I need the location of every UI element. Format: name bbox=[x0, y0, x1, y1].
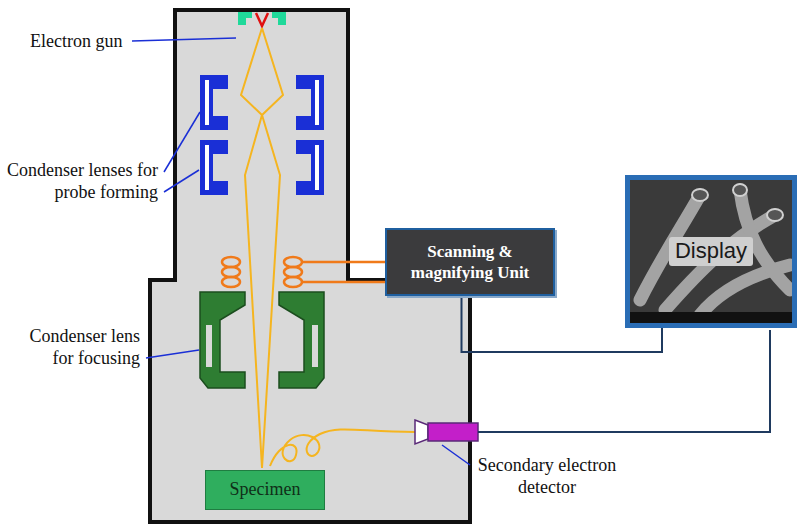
lens-gap bbox=[206, 325, 318, 367]
secondary-electron-path bbox=[270, 429, 415, 466]
control-unit-box: Scanning & magnifying Unit bbox=[385, 228, 555, 296]
sem-micrograph bbox=[630, 180, 797, 323]
part-label: Electron gun bbox=[30, 31, 122, 53]
specimen-block: Specimen bbox=[205, 470, 325, 510]
part-label: Condenser lens for focusing bbox=[20, 326, 140, 369]
detector-symbol bbox=[415, 420, 478, 444]
display-monitor: Display bbox=[625, 175, 797, 328]
lens-gap bbox=[205, 80, 319, 190]
focusing-lens bbox=[200, 292, 324, 388]
electron-gun bbox=[238, 12, 286, 26]
part-label: Condenser lenses for probe forming bbox=[0, 160, 158, 203]
part-label: Secondary electron detector bbox=[462, 455, 632, 498]
node-text: Specimen bbox=[230, 479, 301, 501]
node-text: Scanning & magnifying Unit bbox=[397, 241, 543, 284]
electron-beam bbox=[241, 28, 283, 468]
signal-wire bbox=[478, 330, 770, 432]
node-text: Display bbox=[669, 237, 753, 265]
scan-coil bbox=[222, 257, 385, 287]
condenser-lens bbox=[200, 75, 324, 195]
